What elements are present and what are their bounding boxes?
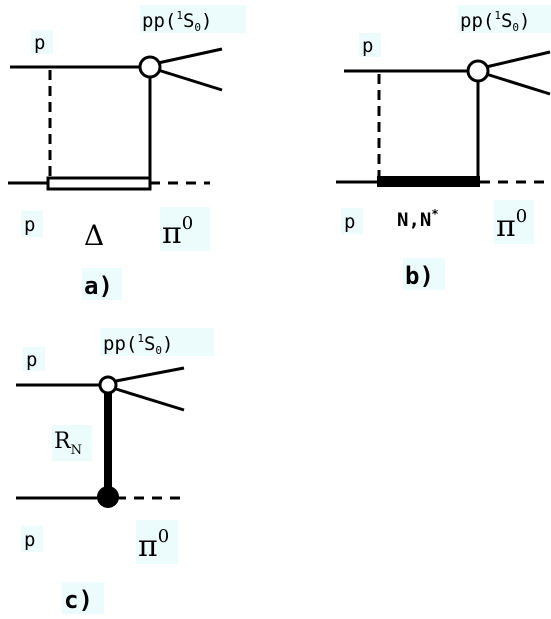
proton-top-highlight — [23, 347, 45, 371]
pion-highlight — [160, 207, 210, 251]
vertex-open-circle — [98, 375, 118, 395]
proton-bottom-label: p — [344, 211, 355, 233]
caption-highlight — [403, 258, 445, 290]
nucleon-label: N,N* — [397, 207, 439, 231]
proton-top-highlight — [359, 33, 381, 57]
final-state-highlight — [140, 5, 246, 33]
proton-bottom-highlight — [21, 211, 43, 237]
resonance-propagator — [104, 392, 112, 492]
proton-bottom-highlight — [341, 208, 363, 234]
proton-top-label: p — [34, 32, 45, 54]
outgoing-proton-1 — [485, 50, 551, 69]
outgoing-proton-2 — [115, 387, 185, 412]
proton-bottom-highlight — [21, 526, 43, 552]
rn-highlight — [52, 425, 92, 461]
caption-a: a) — [84, 272, 113, 300]
final-state-label: pp(1S0) — [103, 332, 173, 357]
outgoing-proton-2 — [485, 72, 551, 96]
delta-propagator — [46, 176, 152, 191]
diagram-a: pp(1S0) p p Δ π0 a) — [8, 5, 246, 300]
vertex-open-circle — [138, 55, 162, 79]
vertex-filled-circle — [97, 486, 119, 508]
diagram-b: pp(1S0) p p N,N* π0 b) — [336, 5, 551, 290]
proton-bottom-label: p — [24, 214, 35, 236]
pion-label: π0 — [162, 213, 193, 251]
proton-top-label: p — [362, 35, 373, 57]
final-state-label: pp(1S0) — [460, 9, 530, 34]
final-state-label: pp(1S0) — [142, 9, 212, 34]
pion-label: π0 — [496, 206, 527, 244]
delta-label: Δ — [84, 219, 104, 252]
outgoing-proton-2 — [157, 68, 223, 92]
pion-label: π0 — [138, 526, 169, 564]
final-state-highlight — [458, 5, 551, 33]
resonance-label: RN — [54, 429, 82, 458]
pion-highlight — [136, 520, 178, 564]
proton-top-highlight — [31, 30, 53, 54]
outgoing-proton-1 — [157, 47, 223, 65]
nucleon-propagator — [377, 176, 480, 187]
diagram-c: pp(1S0) p RN p π0 c) — [16, 328, 214, 614]
final-state-highlight — [100, 328, 214, 356]
pion-highlight — [494, 200, 534, 244]
proton-bottom-label: p — [24, 529, 35, 551]
proton-top-label: p — [26, 349, 37, 371]
caption-highlight — [62, 582, 104, 614]
vertex-open-circle — [466, 59, 490, 83]
caption-c: c) — [64, 586, 93, 614]
caption-highlight — [82, 268, 122, 300]
caption-b: b) — [405, 262, 434, 290]
outgoing-proton-1 — [115, 366, 185, 383]
